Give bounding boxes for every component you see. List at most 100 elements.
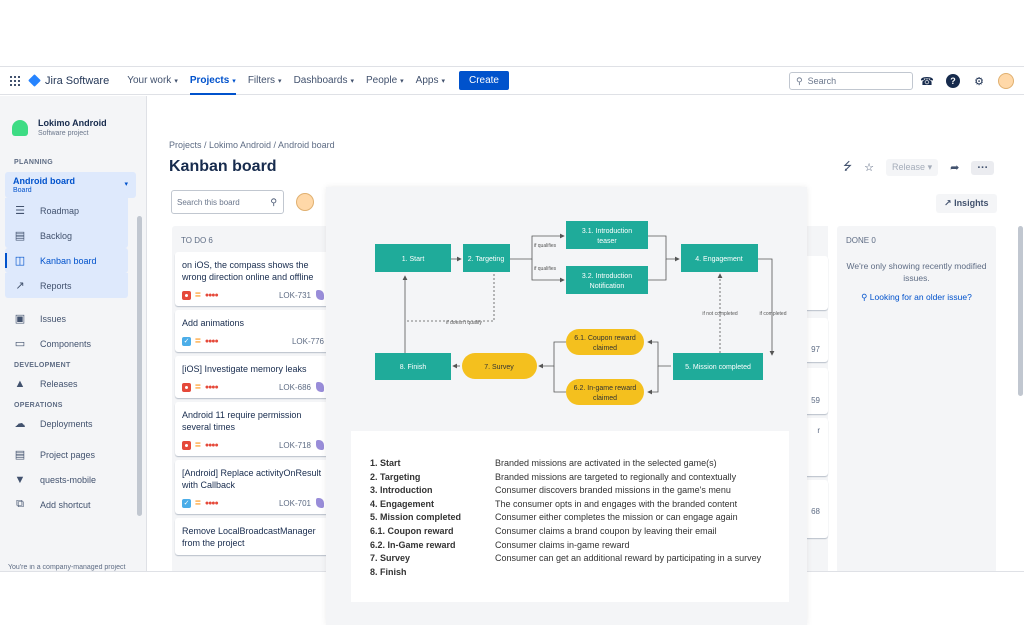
sidebar-item-components[interactable]: ▭Components <box>0 331 146 356</box>
sidebar-item-label: Project pages <box>40 449 96 460</box>
legend-term: 6.1. Coupon reward <box>370 525 454 536</box>
board-scrollbar[interactable] <box>1018 226 1023 396</box>
sidebar-item-backlog[interactable]: ▤Backlog <box>5 223 128 248</box>
nav-label: Filters <box>247 75 276 86</box>
edge-engagement-mission <box>758 258 775 356</box>
node-intro-notification-label-2: Notification <box>590 283 625 290</box>
assignee-avatar-filter[interactable] <box>296 193 314 211</box>
sidebar-item-kanban-board[interactable]: ◫Kanban board <box>5 248 128 273</box>
story-points-dots-icon: ●●●● <box>204 383 219 391</box>
edge-label-if-qualifies-1: if qualifies <box>534 243 557 249</box>
legend-row: 3. Introduction Consumer discovers brande… <box>370 484 789 498</box>
issue-key: LOK-701 <box>278 498 311 508</box>
legend-term: 3. Introduction <box>370 485 433 496</box>
legend-term: 4. Engagement <box>370 498 435 509</box>
more-options-button[interactable]: ··· <box>971 160 995 175</box>
sidebar-item-label: Kanban board <box>40 255 97 266</box>
node-coupon-reward-box <box>566 329 644 355</box>
sidebar-item-roadmap[interactable]: ☰Roadmap <box>5 198 128 223</box>
bug-type-icon <box>182 382 191 392</box>
sidebar-item-project-pages[interactable]: ▤Project pages <box>0 442 146 467</box>
edge-coupon-survey <box>538 341 566 369</box>
older-issues-link[interactable]: ⚲ Looking for an older issue? <box>837 292 996 303</box>
assignee-avatar[interactable] <box>316 440 324 450</box>
section-title-development: DEVELOPMENT <box>14 362 71 369</box>
help-icon[interactable]: ? <box>946 74 960 88</box>
node-finish-box <box>375 353 451 380</box>
issue-key: LOK-731 <box>278 290 311 300</box>
legend-term: 2. Targeting <box>370 471 421 482</box>
board-search-input[interactable]: Search this board ⚲ <box>171 190 284 214</box>
chevron-down-icon: ▾ <box>232 77 236 85</box>
breadcrumb[interactable]: Projects / Lokimo Android / Android boar… <box>169 140 335 150</box>
settings-gear-icon[interactable]: ⚙ <box>974 75 984 88</box>
search-icon: ⚲ <box>861 292 868 302</box>
issue-card[interactable]: [iOS] Investigate memory leaks = ●●●● LO… <box>175 356 331 398</box>
app-switcher-icon[interactable] <box>10 75 20 86</box>
board-selector[interactable]: Android board Board ▾ <box>5 172 136 198</box>
nav-people[interactable]: People▾ <box>366 67 404 95</box>
sidebar-scrollbar[interactable] <box>137 216 142 516</box>
android-project-icon <box>12 119 28 136</box>
notifications-icon[interactable]: ☎ <box>920 75 934 88</box>
global-search-input[interactable]: ⚲ Search <box>789 72 913 90</box>
user-avatar[interactable] <box>998 73 1014 89</box>
issue-card[interactable]: [Android] Replace activityOnResult with … <box>175 460 331 514</box>
legend-desc: Consumer claims a brand coupon by leavin… <box>495 525 717 536</box>
release-button[interactable]: Release ▾ <box>886 159 939 176</box>
jira-app-window: Jira Software Your work▾ Projects▾ Filte… <box>0 66 1024 572</box>
sidebar-item-reports[interactable]: ↗Reports <box>5 273 128 298</box>
lightning-icon[interactable]: ⭍ <box>843 161 853 173</box>
nav-label: Dashboards <box>293 75 348 86</box>
sidebar-item-quests-mobile[interactable]: ▼quests-mobile <box>0 467 146 492</box>
edge-label-if-doesnt-qualify: if doesn't qualify <box>446 320 482 326</box>
legend-desc: Consumer discovers branded missions in t… <box>495 485 731 496</box>
issue-key-fragment: 68 <box>811 507 820 516</box>
node-coupon-reward-label-1: 6.1. Coupon reward <box>574 335 636 342</box>
nav-your-work[interactable]: Your work▾ <box>127 67 178 95</box>
jira-diamond-icon <box>28 74 41 87</box>
brand-name: Jira Software <box>45 74 110 87</box>
issue-card[interactable]: Remove LocalBroadcastManager from the pr… <box>175 518 331 555</box>
star-icon[interactable]: ☆ <box>864 162 875 174</box>
insights-icon: ↗ <box>944 198 952 208</box>
board-subitems-bottom: ↗Reports <box>5 273 128 298</box>
sidebar-item-deployments[interactable]: ☁Deployments <box>0 411 146 436</box>
issue-title: Add animations <box>182 318 245 328</box>
reports-icon: ↗ <box>15 280 25 292</box>
node-intro-teaser-box <box>566 221 648 249</box>
nav-dashboards[interactable]: Dashboards▾ <box>294 67 354 95</box>
bug-type-icon <box>182 440 191 450</box>
assignee-avatar[interactable] <box>316 382 324 392</box>
nav-label: Projects <box>189 75 230 86</box>
create-button[interactable]: Create <box>458 71 509 90</box>
issue-key: LOK-776 <box>291 336 324 346</box>
sidebar-item-releases[interactable]: ▲Releases <box>0 371 146 396</box>
insights-button[interactable]: ↗ Insights <box>936 194 997 213</box>
issue-card[interactable]: Android 11 require permission several ti… <box>175 402 331 456</box>
create-wrapper: Create <box>457 67 509 95</box>
nav-apps[interactable]: Apps▾ <box>416 67 445 95</box>
assignee-avatar[interactable] <box>316 290 324 300</box>
sidebar-item-add-shortcut[interactable]: ⧉Add shortcut <box>0 492 146 517</box>
node-targeting-label: 2. Targeting <box>468 256 505 263</box>
node-engagement-box <box>681 244 758 272</box>
node-ingame-reward-box <box>566 379 644 405</box>
project-header[interactable]: Lokimo Android Software project <box>0 96 146 137</box>
share-icon[interactable]: ➦ <box>950 162 960 174</box>
nav-label: People <box>366 75 398 86</box>
deployments-icon: ☁ <box>14 418 26 430</box>
issue-card[interactable]: Add animations ✓ = ●●●● LOK-776 <box>175 310 331 352</box>
assignee-avatar[interactable] <box>316 498 324 508</box>
issue-card[interactable]: on iOS, the compass shows the wrong dire… <box>175 252 331 306</box>
nav-projects[interactable]: Projects▾ <box>189 67 236 95</box>
top-right-icons: ☎ ? ⚙ <box>920 73 1014 89</box>
nav-filters[interactable]: Filters▾ <box>248 67 282 95</box>
sidebar-item-issues[interactable]: ▣Issues <box>0 306 146 331</box>
legend-desc <box>495 566 789 580</box>
issue-key: LOK-686 <box>278 382 311 392</box>
edge-teaser-engagement <box>648 235 680 262</box>
jira-logo[interactable]: Jira Software <box>28 74 110 87</box>
